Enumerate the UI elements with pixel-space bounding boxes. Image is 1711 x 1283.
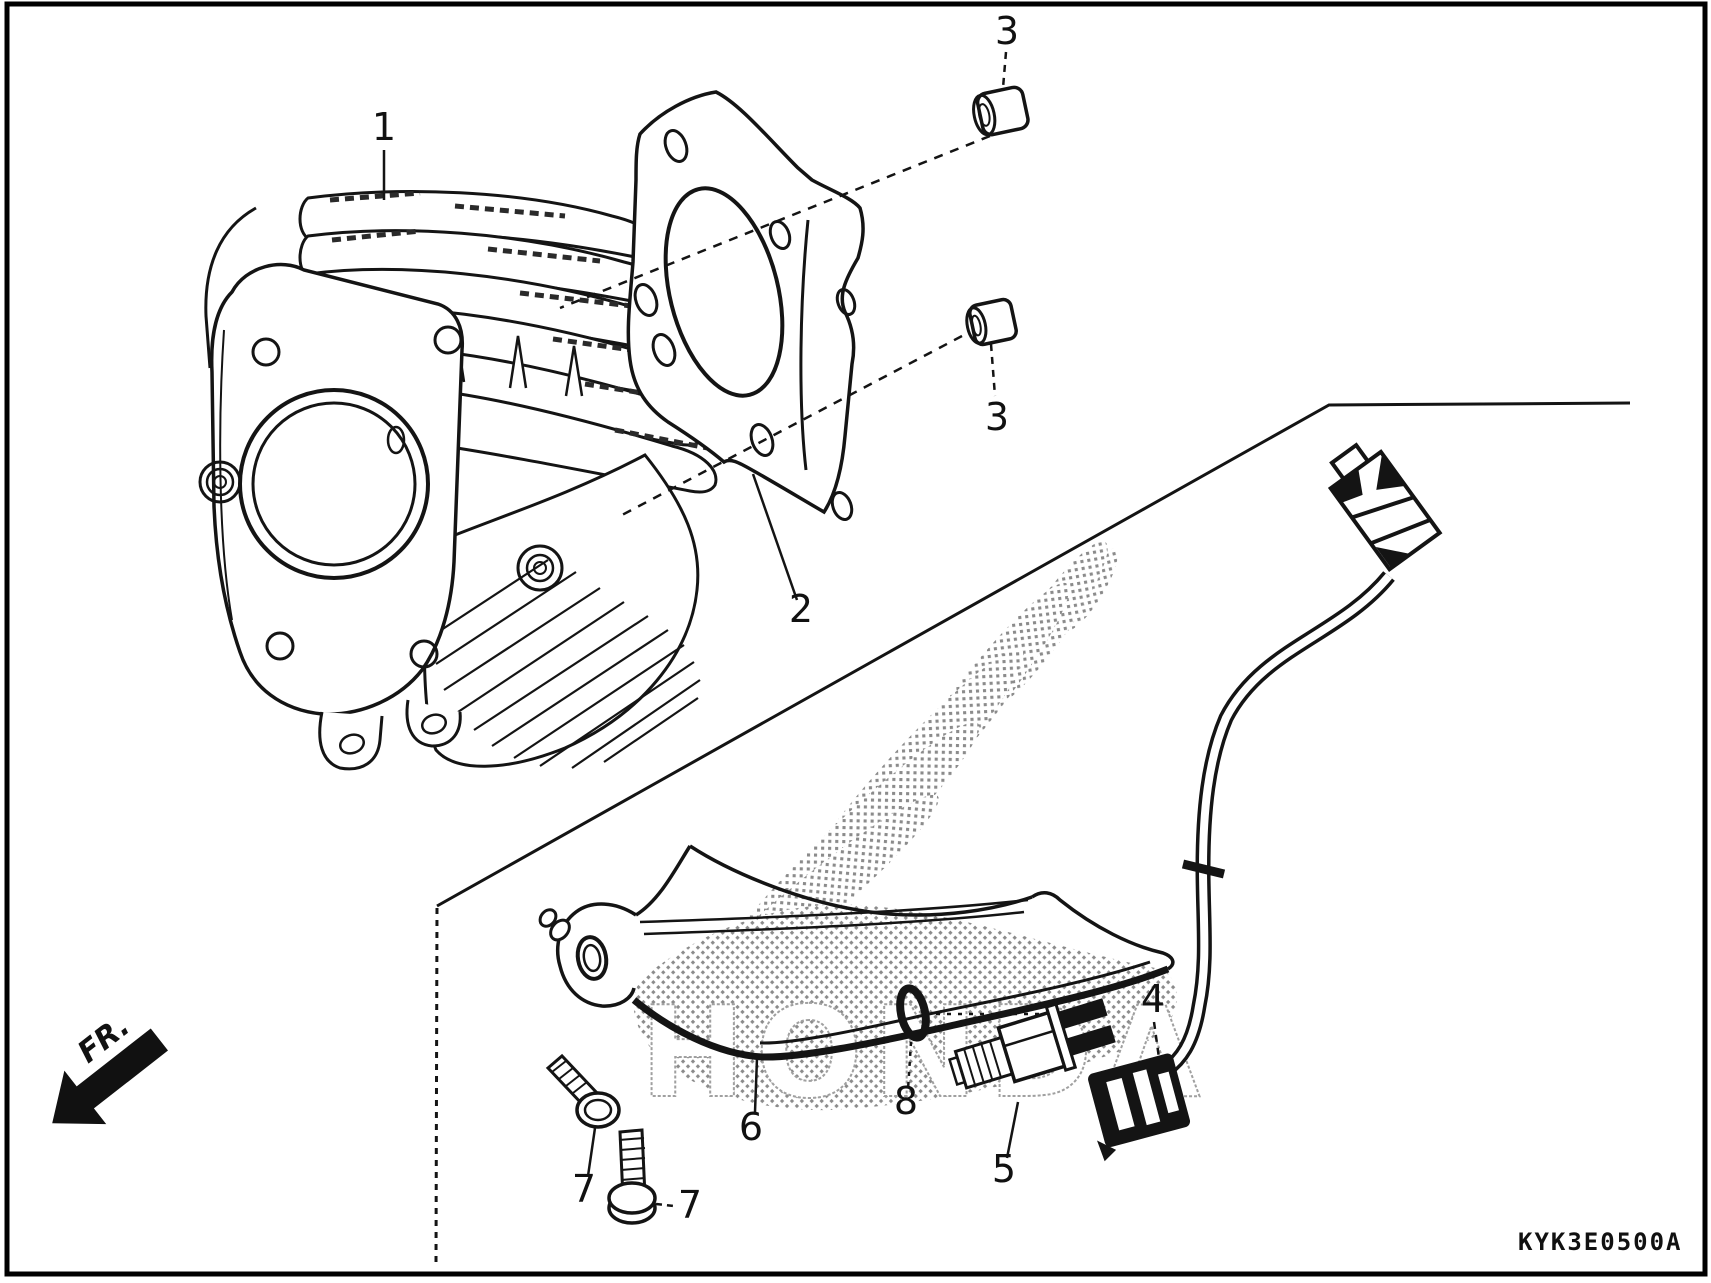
dowel-pin-lower [965, 297, 1018, 347]
callout-8[interactable]: 8 [894, 1079, 918, 1123]
temp-sensor-part [947, 998, 1116, 1090]
callout-7-right[interactable]: 7 [678, 1183, 702, 1227]
gasket-part [626, 90, 865, 522]
callout-4[interactable]: 4 [1141, 977, 1165, 1021]
image-border [4, 1, 1708, 1277]
leader-lines [382, 51, 1161, 1208]
callout-labels: 1 2 3 3 4 5 6 7 7 8 [372, 9, 1165, 1227]
fr-direction-arrow: FR. [52, 1009, 168, 1125]
flange-bolt-left [545, 1053, 621, 1129]
callout-3-upper[interactable]: 3 [995, 9, 1019, 53]
callout-7-left[interactable]: 7 [572, 1167, 596, 1211]
flange-bolt-right [607, 1128, 657, 1225]
sensor-connector [1088, 1053, 1191, 1162]
dowel-pin-upper [972, 85, 1030, 137]
callout-5[interactable]: 5 [992, 1147, 1016, 1191]
diagram-code: KYK3E0500A [1518, 1228, 1683, 1256]
shroud-part [538, 844, 1175, 1061]
wire-connector-top [1327, 442, 1443, 573]
callout-6[interactable]: 6 [739, 1105, 763, 1149]
callout-1[interactable]: 1 [372, 105, 396, 149]
wire-clamp [1181, 859, 1226, 879]
panel-outline [434, 401, 1631, 1263]
callout-3-lower[interactable]: 3 [985, 395, 1009, 439]
dowel-alignment-lines [559, 134, 991, 517]
fr-arrow-icon [52, 1028, 168, 1125]
sensor-wire [1088, 442, 1443, 1162]
callout-2[interactable]: 2 [789, 587, 813, 631]
